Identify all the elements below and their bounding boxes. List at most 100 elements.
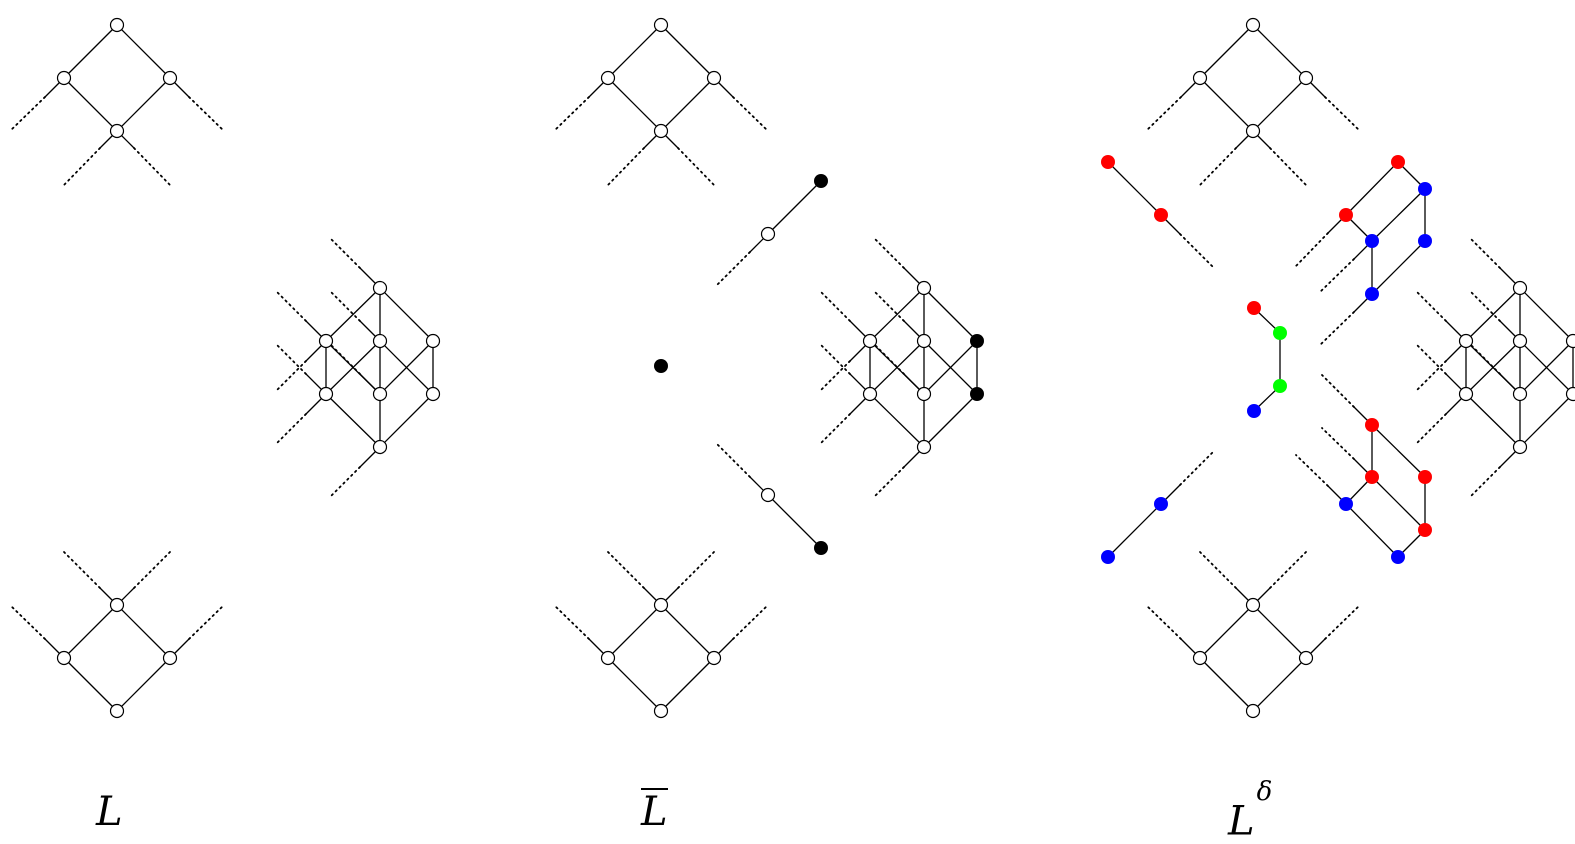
open-node bbox=[111, 705, 124, 718]
label-ldelta: Lδ bbox=[1228, 792, 1272, 841]
open-node bbox=[58, 72, 71, 85]
dotted-edge bbox=[678, 552, 714, 588]
open-node bbox=[320, 335, 333, 348]
open-node bbox=[1300, 652, 1313, 665]
dotted-edge bbox=[1470, 238, 1500, 268]
dotted-edge bbox=[716, 252, 750, 286]
filled-node bbox=[970, 334, 984, 348]
dotted-edge bbox=[134, 552, 170, 588]
open-node bbox=[762, 489, 775, 502]
dotted-edge bbox=[1322, 375, 1354, 407]
dotted-edge bbox=[1180, 234, 1214, 268]
filled-node bbox=[1418, 470, 1432, 484]
dotted-edge bbox=[134, 148, 170, 185]
edge bbox=[1520, 288, 1573, 341]
label-lbar: L bbox=[641, 792, 668, 832]
dotted-edge bbox=[716, 443, 750, 477]
dotted-edge bbox=[1200, 148, 1236, 185]
dotted-edge bbox=[276, 291, 306, 321]
dotted-edge bbox=[1322, 428, 1354, 459]
open-node bbox=[1300, 72, 1313, 85]
filled-node bbox=[1154, 497, 1168, 511]
dotted-edge bbox=[1296, 455, 1328, 486]
edge bbox=[326, 394, 380, 447]
dotted-edge bbox=[330, 238, 360, 268]
open-node bbox=[1514, 282, 1527, 295]
open-node bbox=[58, 652, 71, 665]
dotted-edge bbox=[1470, 467, 1500, 497]
edge bbox=[1108, 162, 1161, 215]
edge bbox=[870, 394, 924, 447]
open-node bbox=[320, 388, 333, 401]
filled-node bbox=[1101, 155, 1115, 169]
filled-node bbox=[654, 359, 668, 373]
open-node bbox=[1194, 72, 1207, 85]
dotted-edge bbox=[330, 467, 360, 497]
dotted-edge bbox=[820, 361, 850, 391]
label-ldelta-sup: δ bbox=[1257, 777, 1273, 807]
open-node bbox=[427, 335, 440, 348]
dotted-edge bbox=[874, 291, 904, 321]
edge bbox=[1372, 477, 1425, 530]
dotted-edge bbox=[276, 361, 306, 391]
dotted-edge bbox=[554, 605, 589, 639]
filled-node bbox=[1247, 404, 1261, 418]
filled-node bbox=[1418, 182, 1432, 196]
dotted-edge bbox=[1180, 451, 1214, 485]
edge bbox=[608, 78, 661, 131]
edge bbox=[1253, 605, 1306, 658]
edge bbox=[64, 658, 117, 711]
open-node bbox=[1247, 599, 1260, 612]
dotted-edge bbox=[1200, 552, 1236, 588]
edge bbox=[1346, 504, 1398, 557]
edge bbox=[1200, 605, 1253, 658]
filled-node bbox=[1365, 234, 1379, 248]
dotted-edge bbox=[1416, 344, 1446, 374]
filled-node bbox=[1154, 208, 1168, 222]
edge bbox=[117, 658, 170, 711]
edge bbox=[64, 78, 117, 131]
open-node bbox=[918, 335, 931, 348]
dotted-edge bbox=[820, 291, 850, 321]
dotted-edge bbox=[820, 414, 850, 444]
filled-node bbox=[1273, 326, 1287, 340]
open-node bbox=[1514, 388, 1527, 401]
edge bbox=[924, 394, 977, 447]
edge bbox=[380, 394, 433, 447]
dotted-edge bbox=[1270, 148, 1306, 185]
open-node bbox=[1567, 388, 1575, 401]
open-node bbox=[1194, 652, 1207, 665]
filled-node bbox=[970, 387, 984, 401]
edge bbox=[1466, 394, 1520, 447]
dotted-edge bbox=[554, 97, 589, 131]
dotted-edge bbox=[1146, 605, 1181, 639]
open-node bbox=[655, 705, 668, 718]
open-node bbox=[164, 652, 177, 665]
open-node bbox=[655, 599, 668, 612]
filled-node bbox=[1247, 301, 1261, 315]
edge bbox=[1200, 658, 1253, 711]
edge bbox=[1372, 425, 1425, 477]
dotted-edge bbox=[608, 148, 644, 185]
label-lbar-letter: L bbox=[641, 789, 668, 835]
dotted-edge bbox=[10, 605, 45, 639]
edge bbox=[1346, 162, 1398, 215]
edge bbox=[608, 658, 661, 711]
dotted-edge bbox=[189, 605, 224, 639]
edge bbox=[661, 605, 714, 658]
open-node bbox=[111, 125, 124, 138]
open-node bbox=[602, 72, 615, 85]
dotted-edge bbox=[10, 97, 45, 131]
dotted-edge bbox=[64, 552, 100, 588]
edge bbox=[117, 25, 170, 78]
open-node bbox=[1514, 441, 1527, 454]
edge bbox=[117, 605, 170, 658]
open-node bbox=[111, 19, 124, 32]
dotted-edge bbox=[874, 238, 904, 268]
filled-node bbox=[1418, 234, 1432, 248]
dotted-edge bbox=[330, 291, 360, 321]
open-node bbox=[1567, 335, 1575, 348]
edge bbox=[1372, 189, 1425, 241]
dotted-edge bbox=[189, 97, 224, 131]
edge bbox=[924, 288, 977, 341]
